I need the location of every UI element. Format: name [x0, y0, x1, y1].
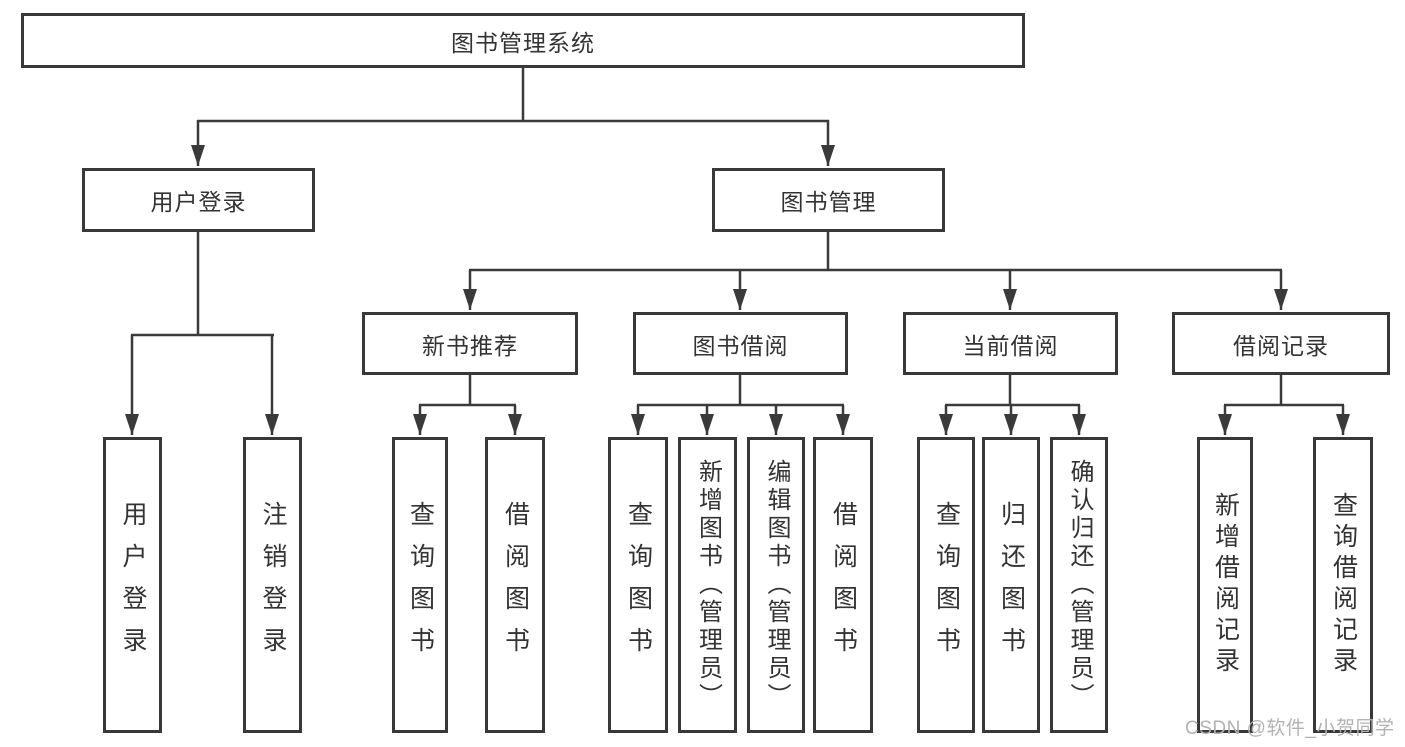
node-borrowing-records: 借阅记录 [1172, 312, 1390, 375]
leaf-newrec-query-books: 查询图书 [392, 437, 448, 733]
node-root-label: 图书管理系统 [451, 29, 595, 56]
leaf-newrec-query-books-label: 查询图书 [406, 501, 435, 669]
leaf-confirm-return-admin: 确认归还（管理员） [1050, 437, 1108, 733]
node-root-library-management-system: 图书管理系统 [21, 13, 1025, 68]
leaf-return-books: 归还图书 [982, 437, 1040, 733]
connector-group [125, 68, 1350, 435]
leaf-query-borrow-record-label: 查询借阅记录 [1329, 492, 1358, 678]
leaf-query-borrow-record: 查询借阅记录 [1313, 437, 1373, 733]
node-book-management: 图书管理 [712, 168, 945, 232]
node-current-borrowing: 当前借阅 [903, 312, 1118, 375]
node-new-book-recommendation: 新书推荐 [362, 312, 578, 375]
leaf-return-books-label: 归还图书 [997, 501, 1026, 669]
leaf-confirm-return-admin-label: 确认归还（管理员） [1066, 459, 1093, 711]
node-book-management-label: 图书管理 [780, 189, 877, 215]
leaf-current-query-books: 查询图书 [917, 437, 975, 733]
leaf-logout-label: 注销登录 [259, 501, 287, 669]
leaf-user-login: 用户登录 [103, 437, 162, 733]
leaf-newrec-borrow-books: 借阅图书 [485, 437, 545, 733]
leaf-add-books-admin: 新增图书（管理员） [678, 437, 737, 733]
leaf-borrow-books: 借阅图书 [813, 437, 873, 733]
leaf-user-login-label: 用户登录 [119, 501, 147, 669]
node-book-borrowing-label: 图书借阅 [692, 332, 789, 359]
leaf-add-borrow-record: 新增借阅记录 [1197, 437, 1253, 733]
leaf-newrec-borrow-books-label: 借阅图书 [501, 501, 530, 669]
leaf-borrow-query-books-label: 查询图书 [624, 501, 653, 669]
leaf-logout: 注销登录 [243, 437, 302, 733]
leaf-borrow-query-books: 查询图书 [608, 437, 668, 733]
leaf-add-books-admin-label: 新增图书（管理员） [694, 459, 722, 711]
node-borrowing-records-label: 借阅记录 [1233, 332, 1329, 359]
leaf-current-query-books-label: 查询图书 [932, 501, 961, 669]
node-current-borrowing-label: 当前借阅 [962, 332, 1059, 359]
node-new-book-recommendation-label: 新书推荐 [422, 332, 518, 359]
leaf-borrow-books-label: 借阅图书 [829, 501, 858, 669]
leaf-add-borrow-record-label: 新增借阅记录 [1211, 492, 1240, 678]
leaf-edit-books-admin-label: 编辑图书（管理员） [763, 459, 790, 711]
node-book-borrowing: 图书借阅 [633, 312, 848, 375]
csdn-watermark: CSDN @软件_小贺同学 [1185, 718, 1395, 739]
node-user-login-label: 用户登录 [150, 189, 247, 215]
node-user-login: 用户登录 [82, 168, 315, 232]
leaf-edit-books-admin: 编辑图书（管理员） [747, 437, 805, 733]
